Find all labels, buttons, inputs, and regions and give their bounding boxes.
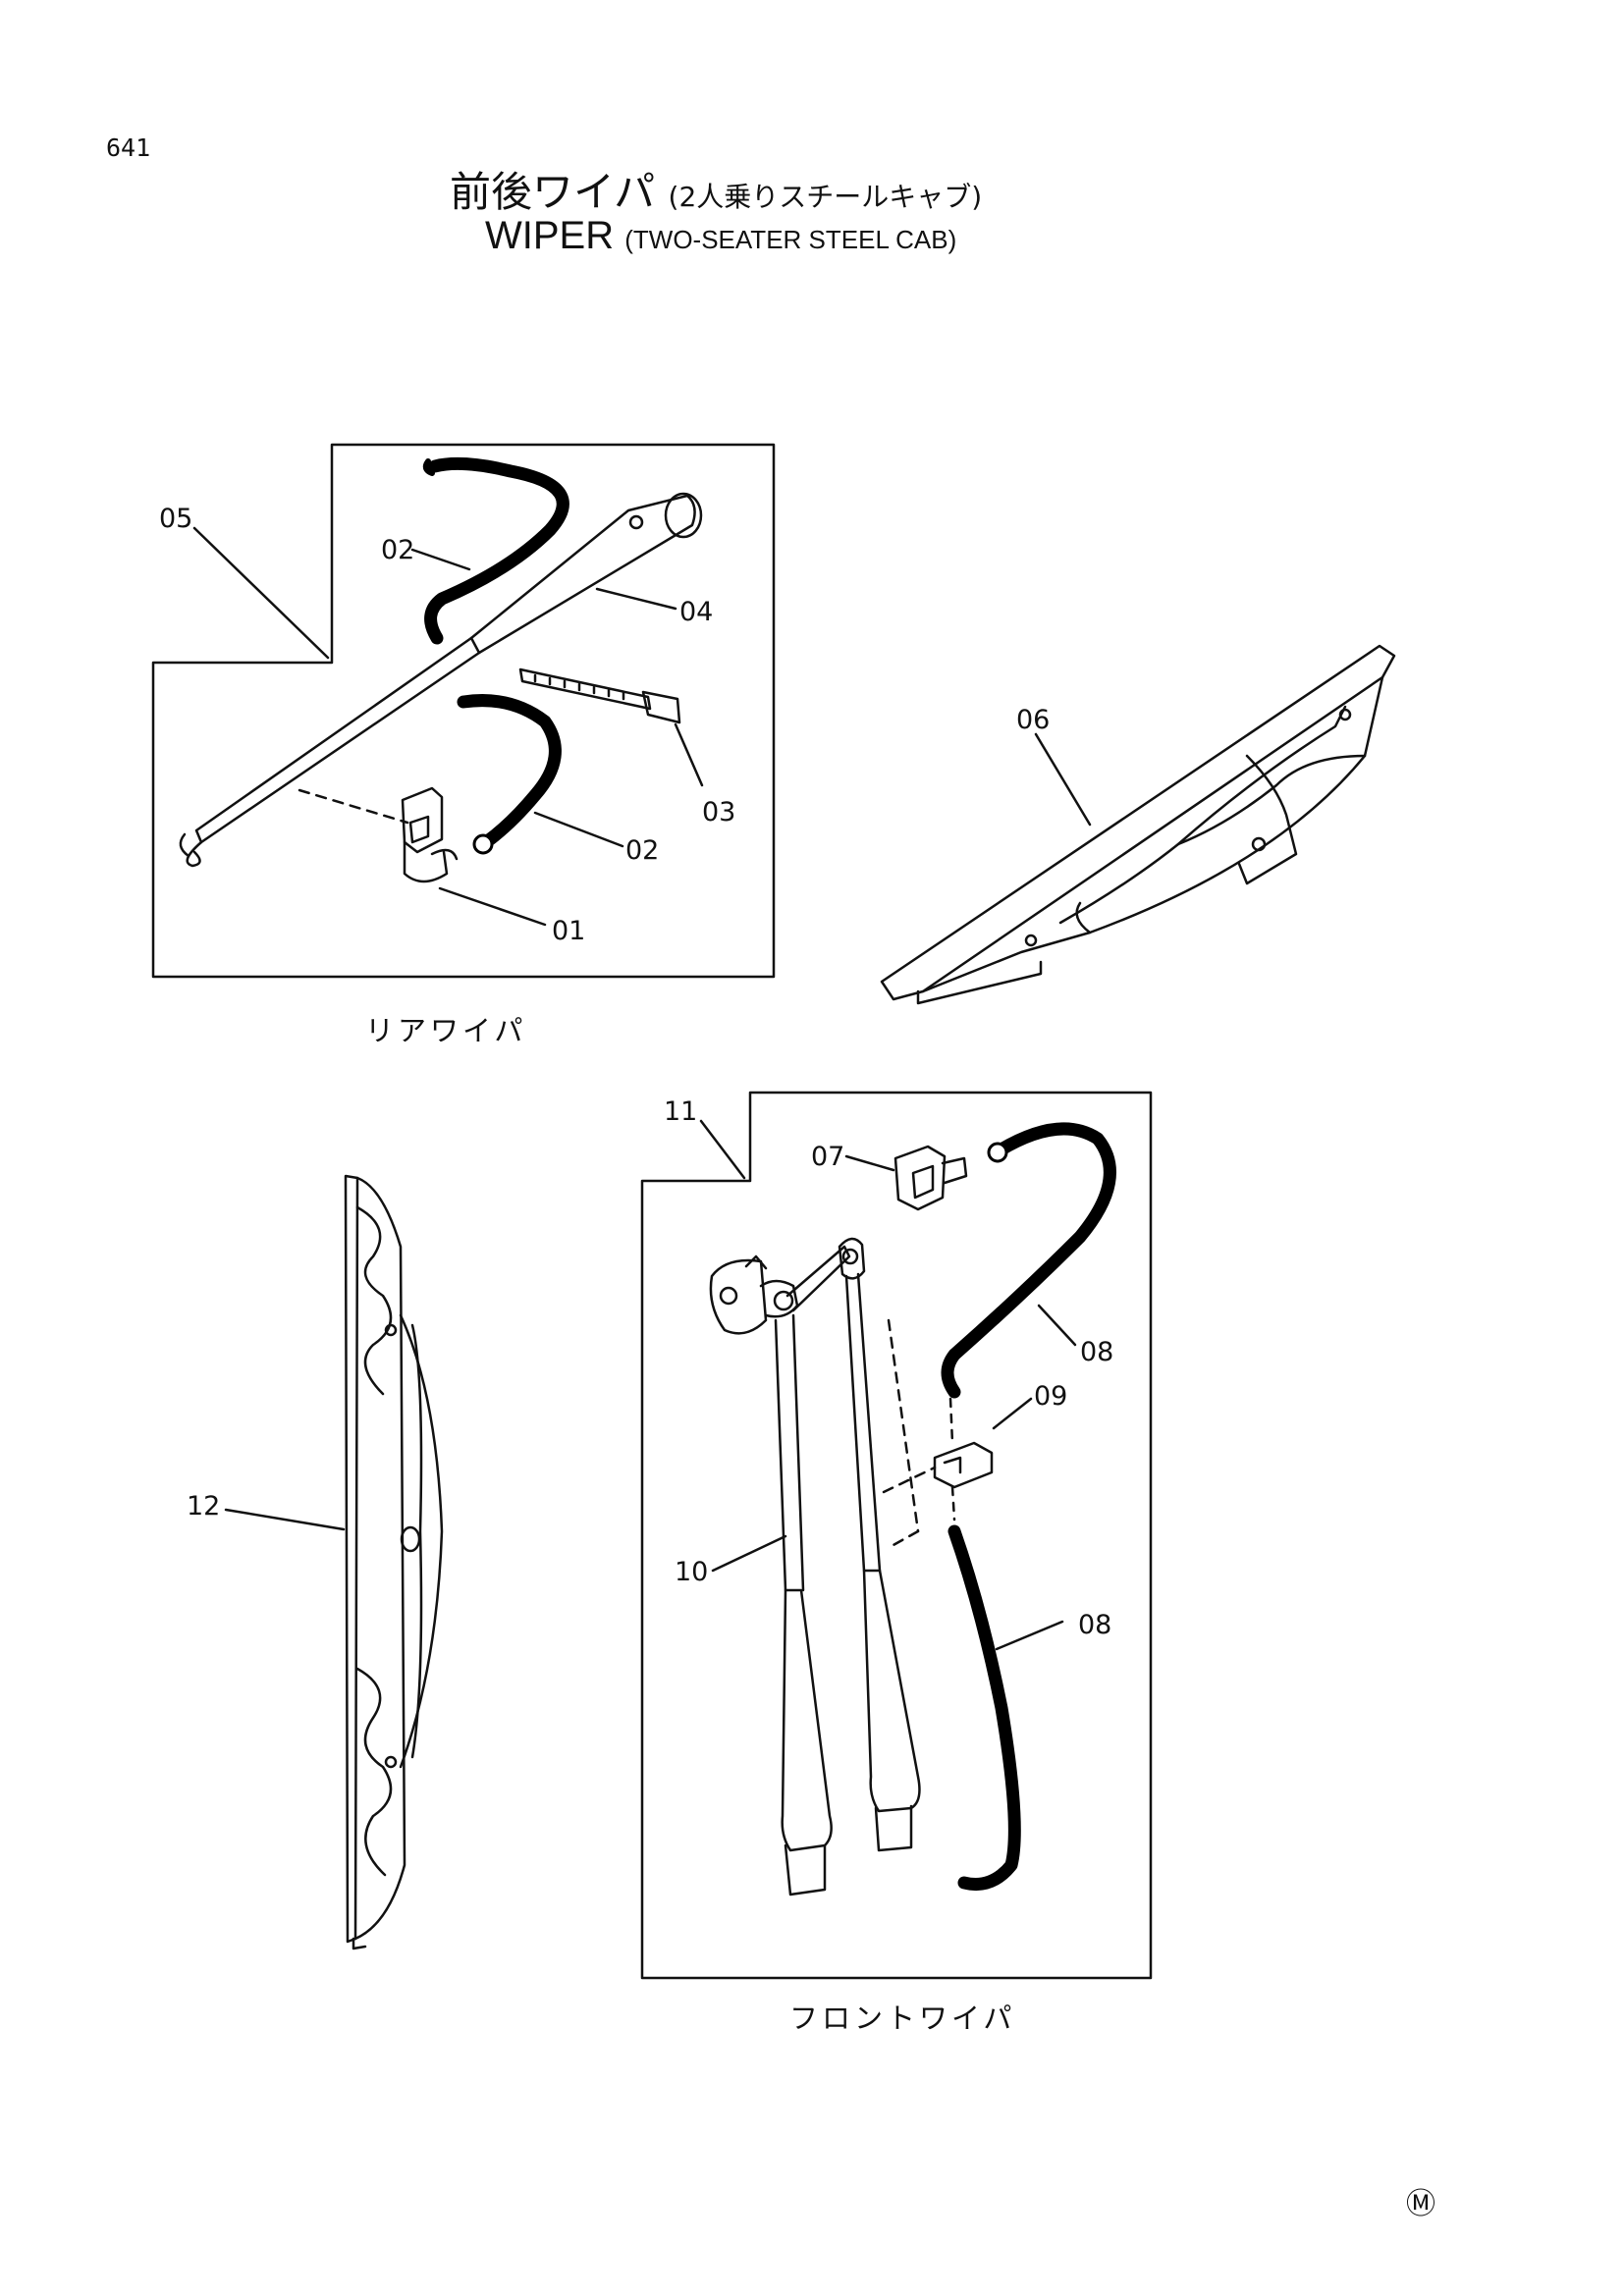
rear-wiper-arm: [179, 492, 703, 868]
title-english-main: WIPER: [485, 214, 615, 257]
manufacturer-mark: Ⓜ: [1406, 2187, 1435, 2221]
callout-09: 09: [1034, 1381, 1068, 1412]
callout-01: 01: [552, 916, 586, 946]
title-japanese: 前後ワイパ (2人乗りスチールキャブ): [450, 159, 982, 219]
callout-02-lower: 02: [625, 835, 660, 866]
caption-front-wiper: フロントワイパ: [789, 2002, 1016, 2035]
callout-03: 03: [702, 797, 736, 828]
front-clip-07: [893, 1145, 968, 1211]
rear-wiper-frame: [151, 443, 776, 979]
front-hose-upper: [941, 1122, 1116, 1399]
wiper-blade-12: [344, 1174, 444, 1950]
caption-rear-wiper: リアワイパ: [365, 1014, 527, 1047]
front-hose-lower: [947, 1524, 1021, 1891]
callout-05: 05: [159, 504, 193, 534]
title-japanese-sub: (2人乗りスチールキャブ): [668, 181, 983, 213]
callout-12: 12: [187, 1491, 221, 1522]
title-english: WIPER (TWO-SEATER STEEL CAB): [485, 214, 956, 258]
title-japanese-main: 前後ワイパ: [450, 168, 656, 216]
callout-04: 04: [679, 597, 714, 627]
callout-07: 07: [811, 1142, 845, 1172]
rear-hose-upper: [424, 456, 569, 645]
callout-10: 10: [675, 1557, 709, 1587]
front-clip-09: [933, 1441, 994, 1489]
page-number: 641: [106, 133, 151, 162]
callout-08-lower: 08: [1078, 1610, 1112, 1640]
rear-cable-tie: [518, 667, 681, 724]
title-english-sub: (TWO-SEATER STEEL CAB): [624, 225, 957, 254]
callout-08-upper: 08: [1080, 1337, 1114, 1367]
front-wiper-frame: [640, 1091, 1153, 1980]
callout-02-upper: 02: [381, 535, 415, 565]
rear-clip: [401, 786, 459, 883]
wiper-blade-06: [880, 644, 1396, 1005]
rear-hose-lower: [457, 694, 562, 849]
front-wiper-arm: [709, 1237, 937, 1896]
callout-06: 06: [1016, 705, 1051, 735]
callout-11: 11: [664, 1096, 698, 1127]
